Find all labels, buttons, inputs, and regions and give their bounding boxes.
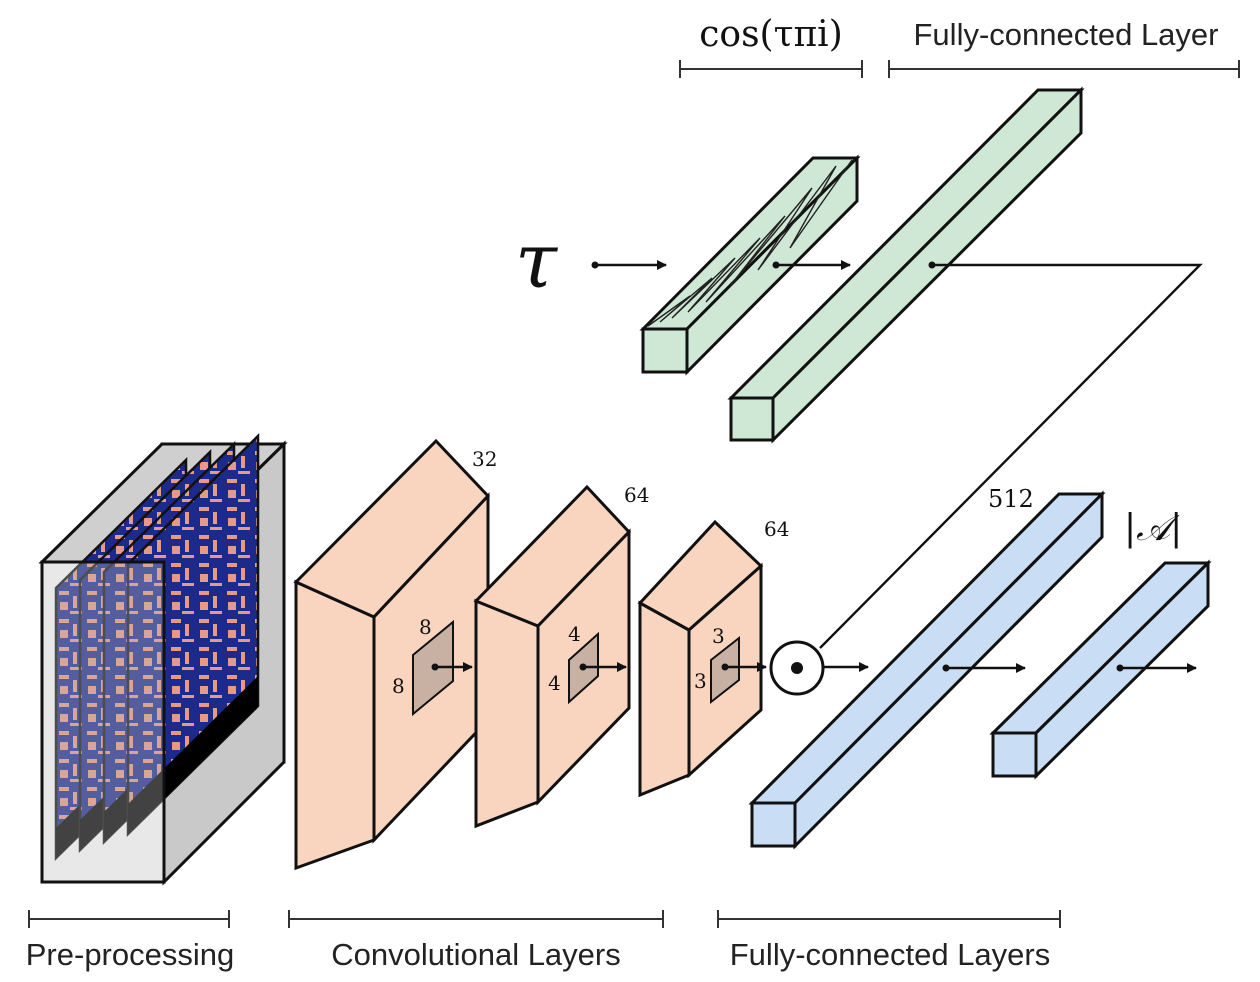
cosine-label: cos(τπi) bbox=[699, 14, 843, 55]
preprocessing-bracket: Pre-processing bbox=[26, 910, 234, 972]
conv-kernel-w-label-3: 3 bbox=[694, 669, 707, 693]
fc-top-label: Fully-connected Layer bbox=[914, 17, 1219, 52]
convolutional-label: Convolutional Layers bbox=[331, 937, 621, 972]
conv-kernel-h-label-1: 8 bbox=[419, 615, 432, 639]
preprocessing-label: Pre-processing bbox=[26, 937, 234, 972]
conv-kernel-w-label-2: 4 bbox=[548, 671, 561, 695]
conv-layer-1: 32 8 8 bbox=[293, 438, 497, 871]
cosine-bracket: cos(τπi) bbox=[679, 14, 863, 78]
preprocessing-frame-stack bbox=[38, 433, 288, 886]
conv-channels-label-2: 64 bbox=[624, 483, 649, 507]
fully-connected-bracket: Fully-connected Layers bbox=[717, 910, 1061, 972]
conv-channels-label-3: 64 bbox=[764, 517, 789, 541]
conv-kernel-w-label-1: 8 bbox=[392, 674, 405, 698]
conv-layer-3: 64 3 3 bbox=[637, 517, 789, 798]
action-space-label: |𝒜| bbox=[1124, 508, 1182, 549]
cosine-embedding-block bbox=[639, 154, 861, 376]
fc-top-bracket: Fully-connected Layer bbox=[888, 17, 1240, 78]
fc-units-label: 512 bbox=[988, 485, 1034, 513]
elementwise-product-node bbox=[769, 640, 825, 696]
conv-channels-label-1: 32 bbox=[472, 447, 497, 471]
frame-4 bbox=[126, 433, 260, 837]
fully-connected-label: Fully-connected Layers bbox=[730, 937, 1051, 972]
tau-symbol: τ bbox=[515, 216, 559, 305]
fc-tau-layer bbox=[727, 86, 1085, 444]
conv-kernel-h-label-3: 3 bbox=[712, 624, 725, 648]
conv-layer-2: 64 4 4 bbox=[473, 483, 649, 829]
convolutional-bracket: Convolutional Layers bbox=[288, 910, 664, 972]
conv-kernel-h-label-2: 4 bbox=[568, 622, 581, 646]
edge-tau-fc-to-product bbox=[819, 263, 1203, 649]
